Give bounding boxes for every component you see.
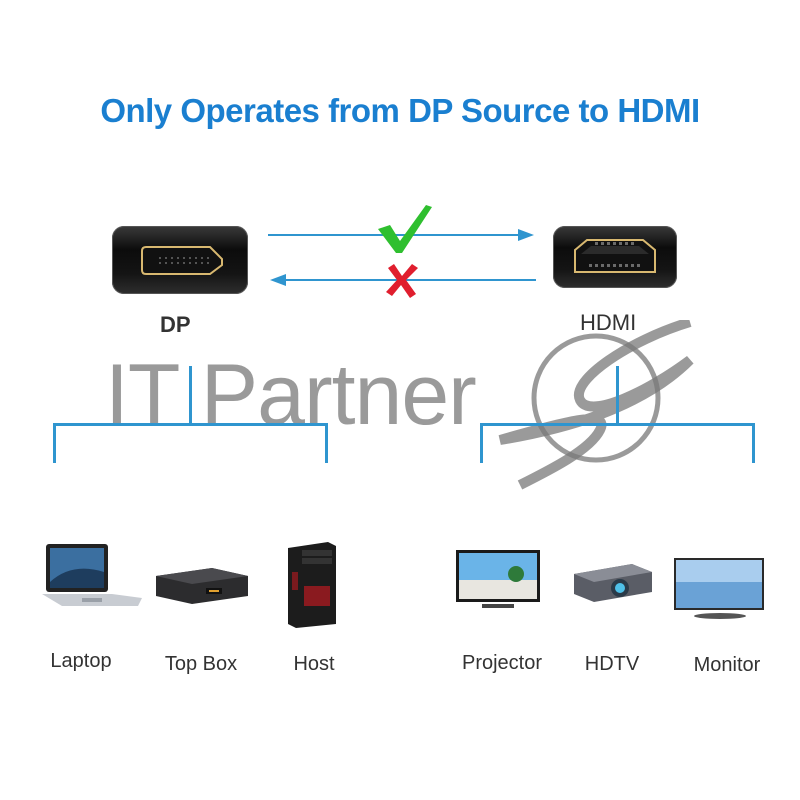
- tv-screen-icon: [456, 550, 540, 608]
- device-label-host: Host: [293, 653, 335, 675]
- watermark-logo-icon: [498, 320, 694, 490]
- left-bracket-stem: [189, 366, 192, 424]
- hdmi-label: HDMI: [580, 310, 637, 335]
- left-bracket-left: [53, 423, 56, 463]
- checkmark-icon: [378, 205, 432, 253]
- watermark-text: IT Partner: [105, 347, 477, 443]
- projector-icon: [574, 564, 652, 602]
- right-bracket-top: [480, 423, 755, 426]
- x-icon: [386, 264, 418, 298]
- device-label-laptop: Laptop: [50, 650, 112, 672]
- device-label-hdtv: HDTV: [584, 653, 640, 675]
- left-bracket-right: [325, 423, 328, 463]
- device-label-projector: Projector: [461, 652, 543, 674]
- reverse-arrow-icon: [270, 274, 536, 286]
- page-title: Only Operates from DP Source to HDMI: [100, 92, 700, 129]
- right-bracket-left: [480, 423, 483, 463]
- device-label-top-box: Top Box: [164, 653, 238, 675]
- laptop-icon: [42, 544, 142, 606]
- device-label-monitor: Monitor: [693, 654, 761, 676]
- right-bracket-stem: [616, 366, 619, 424]
- set-top-box-icon: [156, 568, 248, 604]
- right-bracket-right: [752, 423, 755, 463]
- pc-tower-icon: [288, 542, 336, 628]
- displayport-connector-icon: [112, 226, 248, 294]
- hdmi-connector-icon: [553, 226, 677, 288]
- dp-label: DP: [160, 312, 191, 337]
- monitor-icon: [674, 558, 764, 619]
- left-bracket-top: [53, 423, 328, 426]
